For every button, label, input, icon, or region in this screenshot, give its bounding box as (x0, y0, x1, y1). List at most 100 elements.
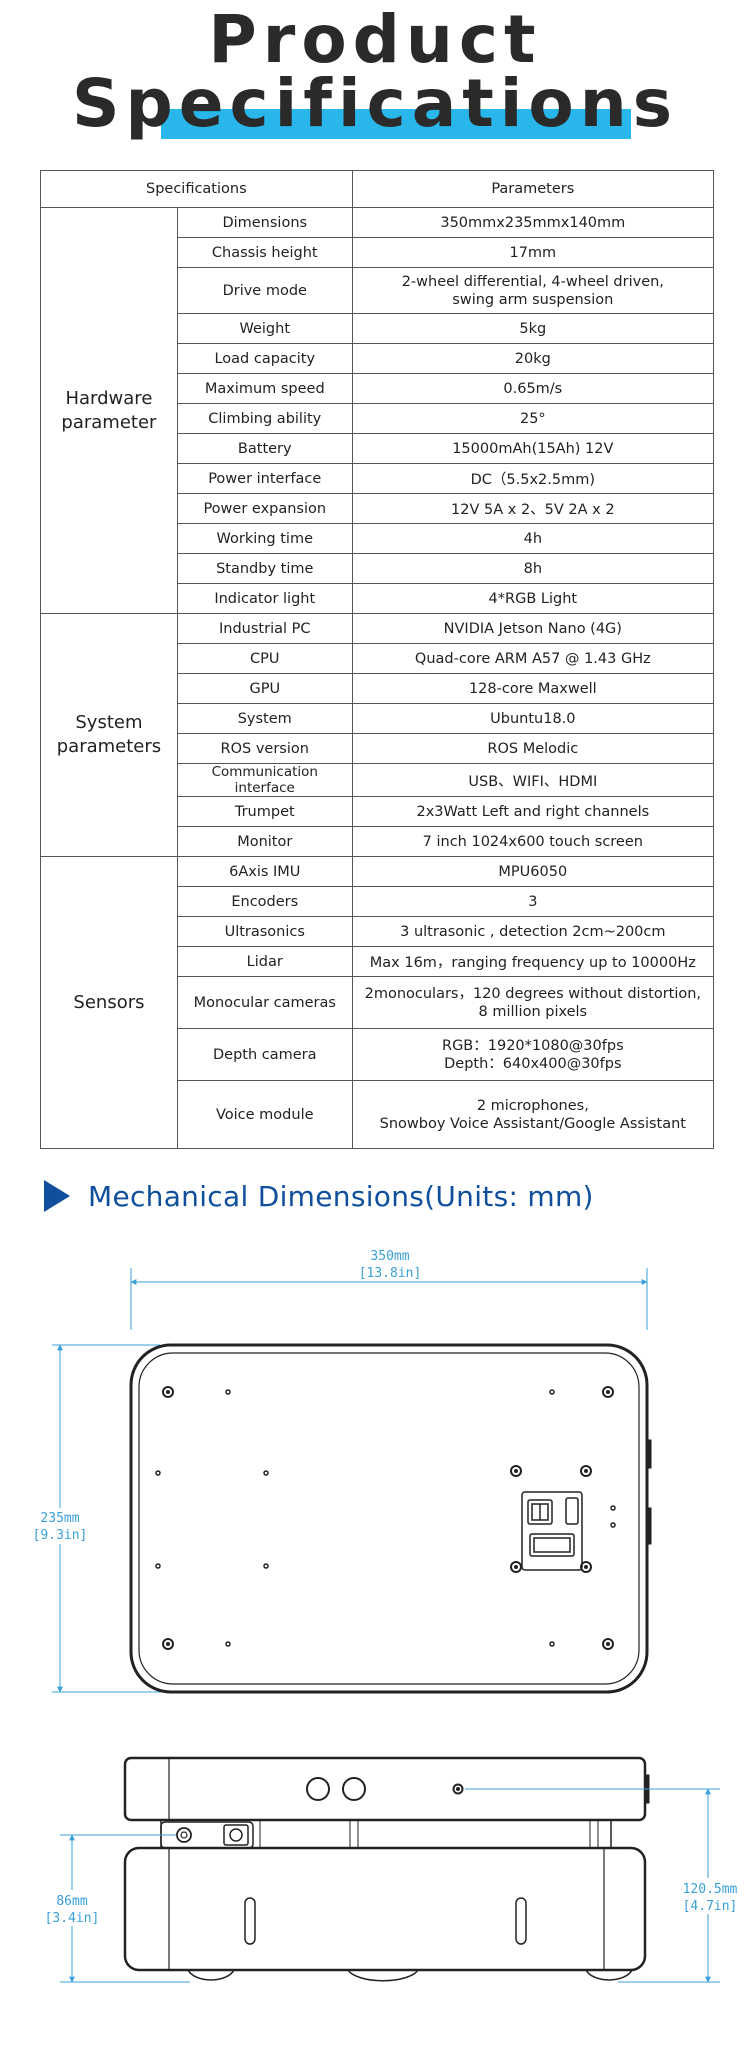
spec-cell: Lidar (176, 946, 353, 977)
side-height-in: [4.7in] (683, 1899, 738, 1914)
group-sensors: Sensors (40, 856, 178, 1149)
interface-panel (521, 1491, 583, 1571)
header-spec: Specifications (40, 170, 353, 208)
param-cell: 4h (351, 523, 715, 554)
table-row: GPU 128-core Maxwell (41, 673, 715, 704)
group-hardware: Hardware parameter (40, 207, 178, 614)
spec-cell: Climbing ability (176, 403, 353, 434)
param-cell: 20kg (351, 343, 715, 374)
param-cell: DC（5.5x2.5mm) (351, 463, 715, 494)
mechanical-heading: Mechanical Dimensions(Units: mm) (44, 1174, 594, 1218)
param-cell: 12V 5A x 2、5V 2A x 2 (351, 493, 715, 524)
mechanical-title: Mechanical Dimensions(Units: mm) (88, 1179, 594, 1213)
spec-cell: Standby time (176, 553, 353, 584)
table-row: Indicator light 4*RGB Light (41, 583, 715, 614)
header-param: Parameters (351, 170, 715, 208)
param-cell: Ubuntu18.0 (351, 703, 715, 734)
param-cell: 2 microphones, Snowboy Voice Assistant/G… (351, 1080, 715, 1149)
table-row: Depth camera RGB：1920*1080@30fps Depth：6… (41, 1028, 715, 1081)
title-highlight-bar (161, 109, 631, 139)
spec-cell: Battery (176, 433, 353, 464)
page-title: Product Specifications (0, 7, 750, 137)
spec-cell: Power interface (176, 463, 353, 494)
spec-cell: Drive mode (176, 267, 353, 314)
spec-cell: Ultrasonics (176, 916, 353, 947)
param-cell: MPU6050 (351, 856, 715, 887)
table-row: System Ubuntu18.0 (41, 703, 715, 734)
param-cell: 5kg (351, 313, 715, 344)
param-cell: 4*RGB Light (351, 583, 715, 614)
param-cell: RGB：1920*1080@30fps Depth：640x400@30fps (351, 1028, 715, 1081)
table-row: Drive mode 2-wheel differential, 4-wheel… (41, 267, 715, 314)
spec-cell: Load capacity (176, 343, 353, 374)
table-row: Communication interface USB、WIFI、HDMI (41, 763, 715, 797)
spec-cell: System (176, 703, 353, 734)
table-row: Trumpet 2x3Watt Left and right channels (41, 796, 715, 827)
side-chassis-in: [3.4in] (45, 1911, 100, 1926)
param-cell: 350mmx235mmx140mm (351, 207, 715, 238)
spec-cell: Monocular cameras (176, 976, 353, 1029)
spec-cell: CPU (176, 643, 353, 674)
triangle-marker-icon (44, 1180, 70, 1212)
spec-cell: Depth camera (176, 1028, 353, 1081)
table-row: Monitor 7 inch 1024x600 touch screen (41, 826, 715, 857)
spec-cell: Indicator light (176, 583, 353, 614)
spec-cell: Working time (176, 523, 353, 554)
spec-cell: 6Axis IMU (176, 856, 353, 887)
table-row: Encoders 3 (41, 886, 715, 917)
group-system: System parameters (40, 613, 178, 857)
table-row: Power expansion 12V 5A x 2、5V 2A x 2 (41, 493, 715, 524)
table-row: Ultrasonics 3 ultrasonic , detection 2cm… (41, 916, 715, 947)
side-view-body (123, 1756, 650, 1982)
spec-cell: Encoders (176, 886, 353, 917)
param-cell: Quad-core ARM A57 @ 1.43 GHz (351, 643, 715, 674)
top-view-body (129, 1343, 652, 1694)
param-cell: Max 16m，ranging frequency up to 10000Hz (351, 946, 715, 977)
mechanical-drawing: 350mm [13.8in] 235mm [9.3in] (33, 1249, 746, 1983)
side-height-mm: 120.5mm (683, 1882, 738, 1897)
top-depth-mm: 235mm (40, 1511, 79, 1526)
table-row: ROS version ROS Melodic (41, 733, 715, 764)
param-cell: ROS Melodic (351, 733, 715, 764)
spec-cell: Voice module (176, 1080, 353, 1149)
spec-cell: Chassis height (176, 237, 353, 268)
top-width-mm: 350mm (370, 1249, 409, 1264)
param-cell: USB、WIFI、HDMI (351, 763, 715, 797)
param-cell: 3 (351, 886, 715, 917)
param-cell: 0.65m/s (351, 373, 715, 404)
top-width-dimension (130, 1268, 648, 1330)
param-cell: 2x3Watt Left and right channels (351, 796, 715, 827)
spec-cell: Dimensions (176, 207, 353, 238)
table-row: Hardware parameter Dimensions 350mmx235m… (40, 207, 715, 614)
table-row: Voice module 2 microphones, Snowboy Voic… (41, 1080, 715, 1149)
param-cell: 25° (351, 403, 715, 434)
spec-cell: Monitor (176, 826, 353, 857)
param-cell: 128-core Maxwell (351, 673, 715, 704)
top-width-in: [13.8in] (359, 1266, 422, 1281)
table-row: System parameters Industrial PC NVIDIA J… (40, 613, 715, 857)
param-cell: 2monoculars，120 degrees without distorti… (351, 976, 715, 1029)
spec-cell: Power expansion (176, 493, 353, 524)
spec-cell: Weight (176, 313, 353, 344)
spec-cell: Communication interface (176, 763, 353, 797)
spec-cell: ROS version (176, 733, 353, 764)
title-line-1: Product (208, 1, 542, 78)
table-row: Power interface DC（5.5x2.5mm) (41, 463, 715, 494)
table-row: Battery 15000mAh(15Ah) 12V (41, 433, 715, 464)
spec-cell: Trumpet (176, 796, 353, 827)
spec-cell: Maximum speed (176, 373, 353, 404)
spec-table: Specifications Parameters Hardware param… (40, 170, 715, 1149)
table-row: Sensors 6Axis IMU MPU6050 (40, 856, 715, 1149)
top-depth-in: [9.3in] (33, 1528, 88, 1543)
param-cell: 7 inch 1024x600 touch screen (351, 826, 715, 857)
param-cell: 8h (351, 553, 715, 584)
param-cell: 3 ultrasonic , detection 2cm~200cm (351, 916, 715, 947)
table-row: CPU Quad-core ARM A57 @ 1.43 GHz (41, 643, 715, 674)
title-line-2: Specifications (71, 65, 679, 142)
table-header-row: Specifications Parameters (40, 170, 715, 208)
table-row: Standby time 8h (41, 553, 715, 584)
param-cell: 2-wheel differential, 4-wheel driven, sw… (351, 267, 715, 314)
table-row: Maximum speed 0.65m/s (41, 373, 715, 404)
side-chassis-mm: 86mm (56, 1894, 87, 1909)
spec-cell: GPU (176, 673, 353, 704)
